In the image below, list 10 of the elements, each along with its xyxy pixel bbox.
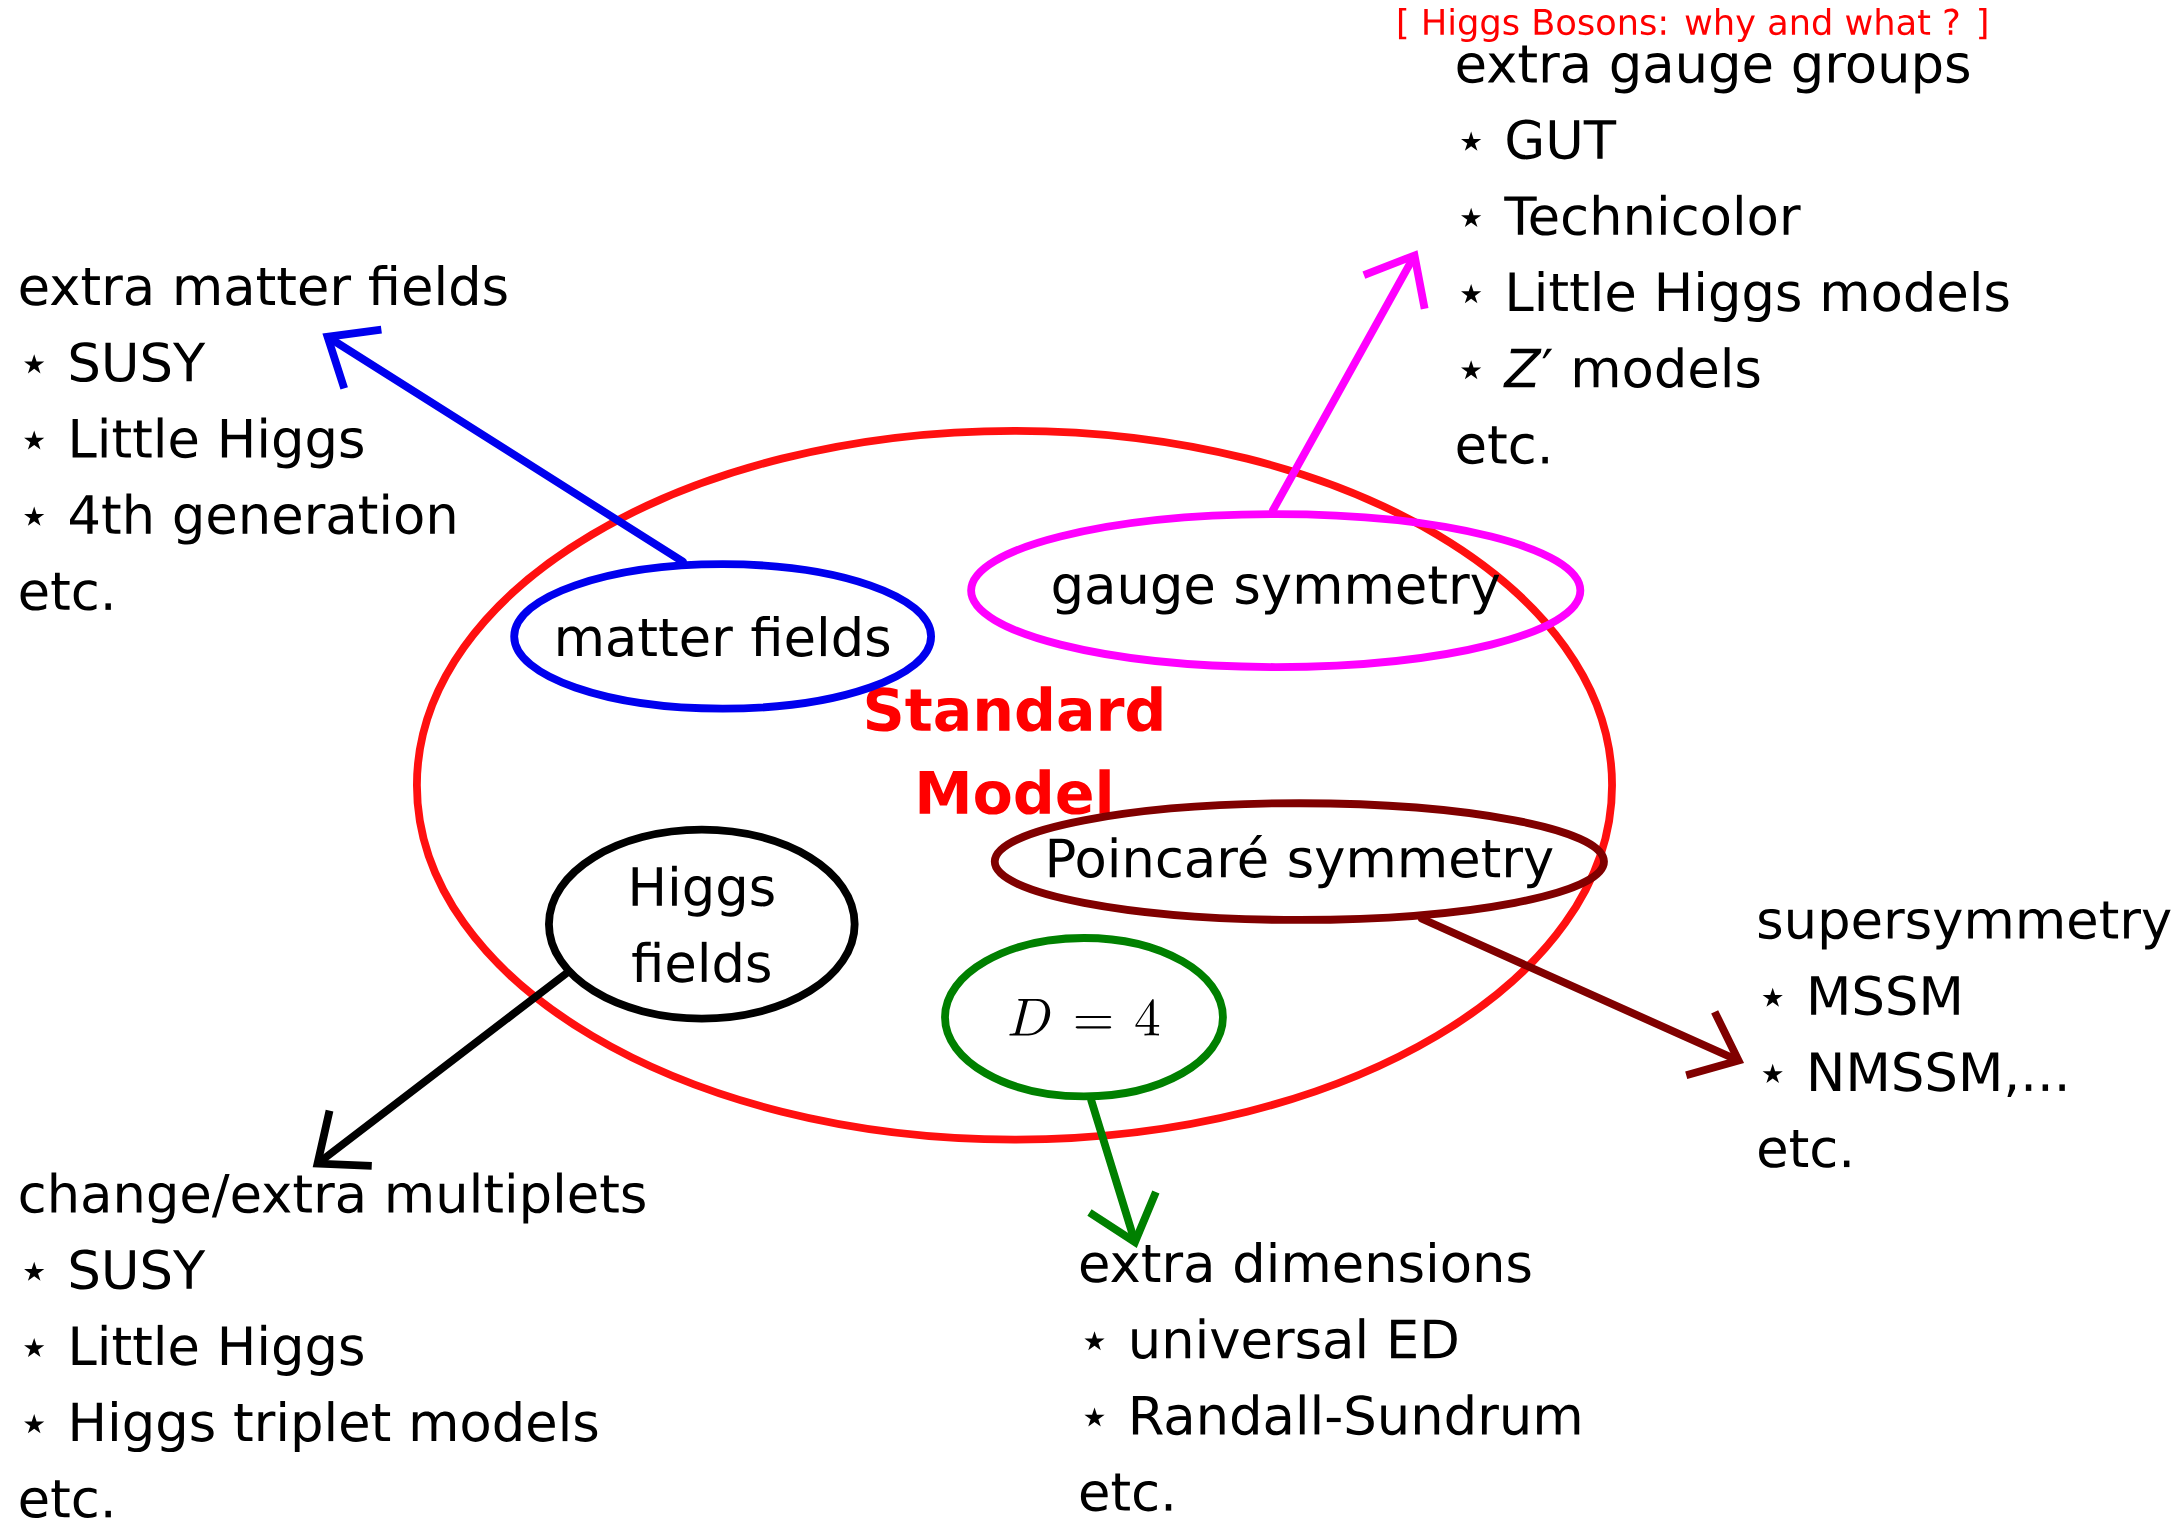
title: [ Higgs Bosons: why and what ? ]	[1398, 8, 1987, 43]
bullet-list: change/extra multiplets ⋆ SUSY ⋆ Little Higgs ⋆ Higgs triplet models etc.	[20, 1172, 645, 1519]
bullet-list: extra gauge groups ⋆ GUT ⋆ Technicolor ⋆ Little Higgs models ⋆ Z′ models etc.	[1457, 45, 2009, 465]
bullet-list: extra dimensions ⋆ universal ED ⋆ Randall-Sundrum etc.	[1080, 1242, 1580, 1512]
arrow	[312, 969, 571, 1170]
ellipse-outline: Higgs fields	[545, 825, 859, 1023]
ellipse-outline: gauge symmetry	[967, 510, 1585, 672]
ellipse-outline: $D=4$	[941, 934, 1227, 1101]
bullet-list: supersymmetry ⋆ MSSM ⋆ NMSSM,... etc.	[1759, 901, 2171, 1168]
bullet-list: extra matter fields ⋆ SUSY ⋆ Little Higgs ⋆ 4th generation etc.	[20, 265, 507, 611]
